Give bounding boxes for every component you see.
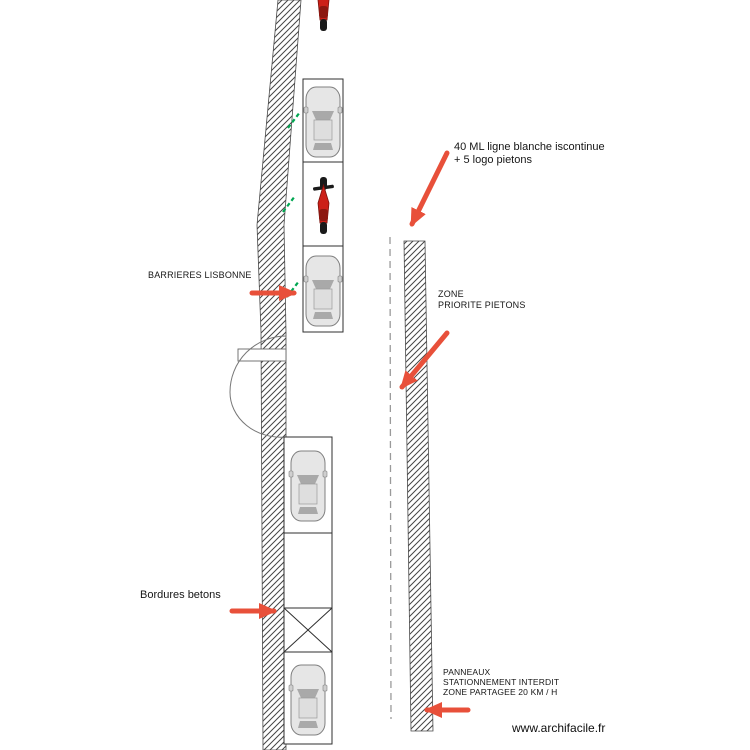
annotation-ligne-blanche: 40 ML ligne blanche iscontinue + 5 logo … [454,141,605,167]
right-sidewalk-strip [403,240,434,732]
annotation-zone-pietons: ZONE PRIORITE PIETONS [438,289,526,311]
arrow-zone-pietons [399,330,450,390]
dashed-white-line [389,236,392,720]
annotation-bordures: Bordures betons [140,589,221,601]
annotation-arrows [229,150,471,718]
annotation-line: PANNEAUX [443,667,491,677]
annotation-line: 40 ML ligne blanche iscontinue [454,141,605,153]
pedestrian-marking [287,111,301,129]
pedestrian-marking [282,195,296,213]
annotation-line: + 5 logo pietons [454,154,532,166]
annotation-barrieres: BARRIERES LISBONNE [148,270,252,280]
annotation-line: ZONE [438,289,464,299]
car-top-view-icon [303,255,343,327]
car-top-view-icon [303,86,343,158]
annotation-line: ZONE PARTAGEE 20 KM / H [443,687,558,697]
annotation-line: PRIORITE PIETONS [438,300,526,310]
car-top-view-icon [288,450,328,522]
motorcycle-top-view-icon [312,0,335,32]
car-top-view-icon [288,664,328,736]
arrow-ligne-blanche [409,150,450,227]
annotation-panneaux: PANNEAUX STATIONNEMENT INTERDIT ZONE PAR… [443,667,559,697]
annotation-line: STATIONNEMENT INTERDIT [443,677,560,687]
left-sidewalk-strip [256,0,302,750]
archifacile-watermark: www.archifacile.fr [512,721,606,735]
reserved-strip-box [283,532,333,609]
door-swing-icon [229,335,287,438]
